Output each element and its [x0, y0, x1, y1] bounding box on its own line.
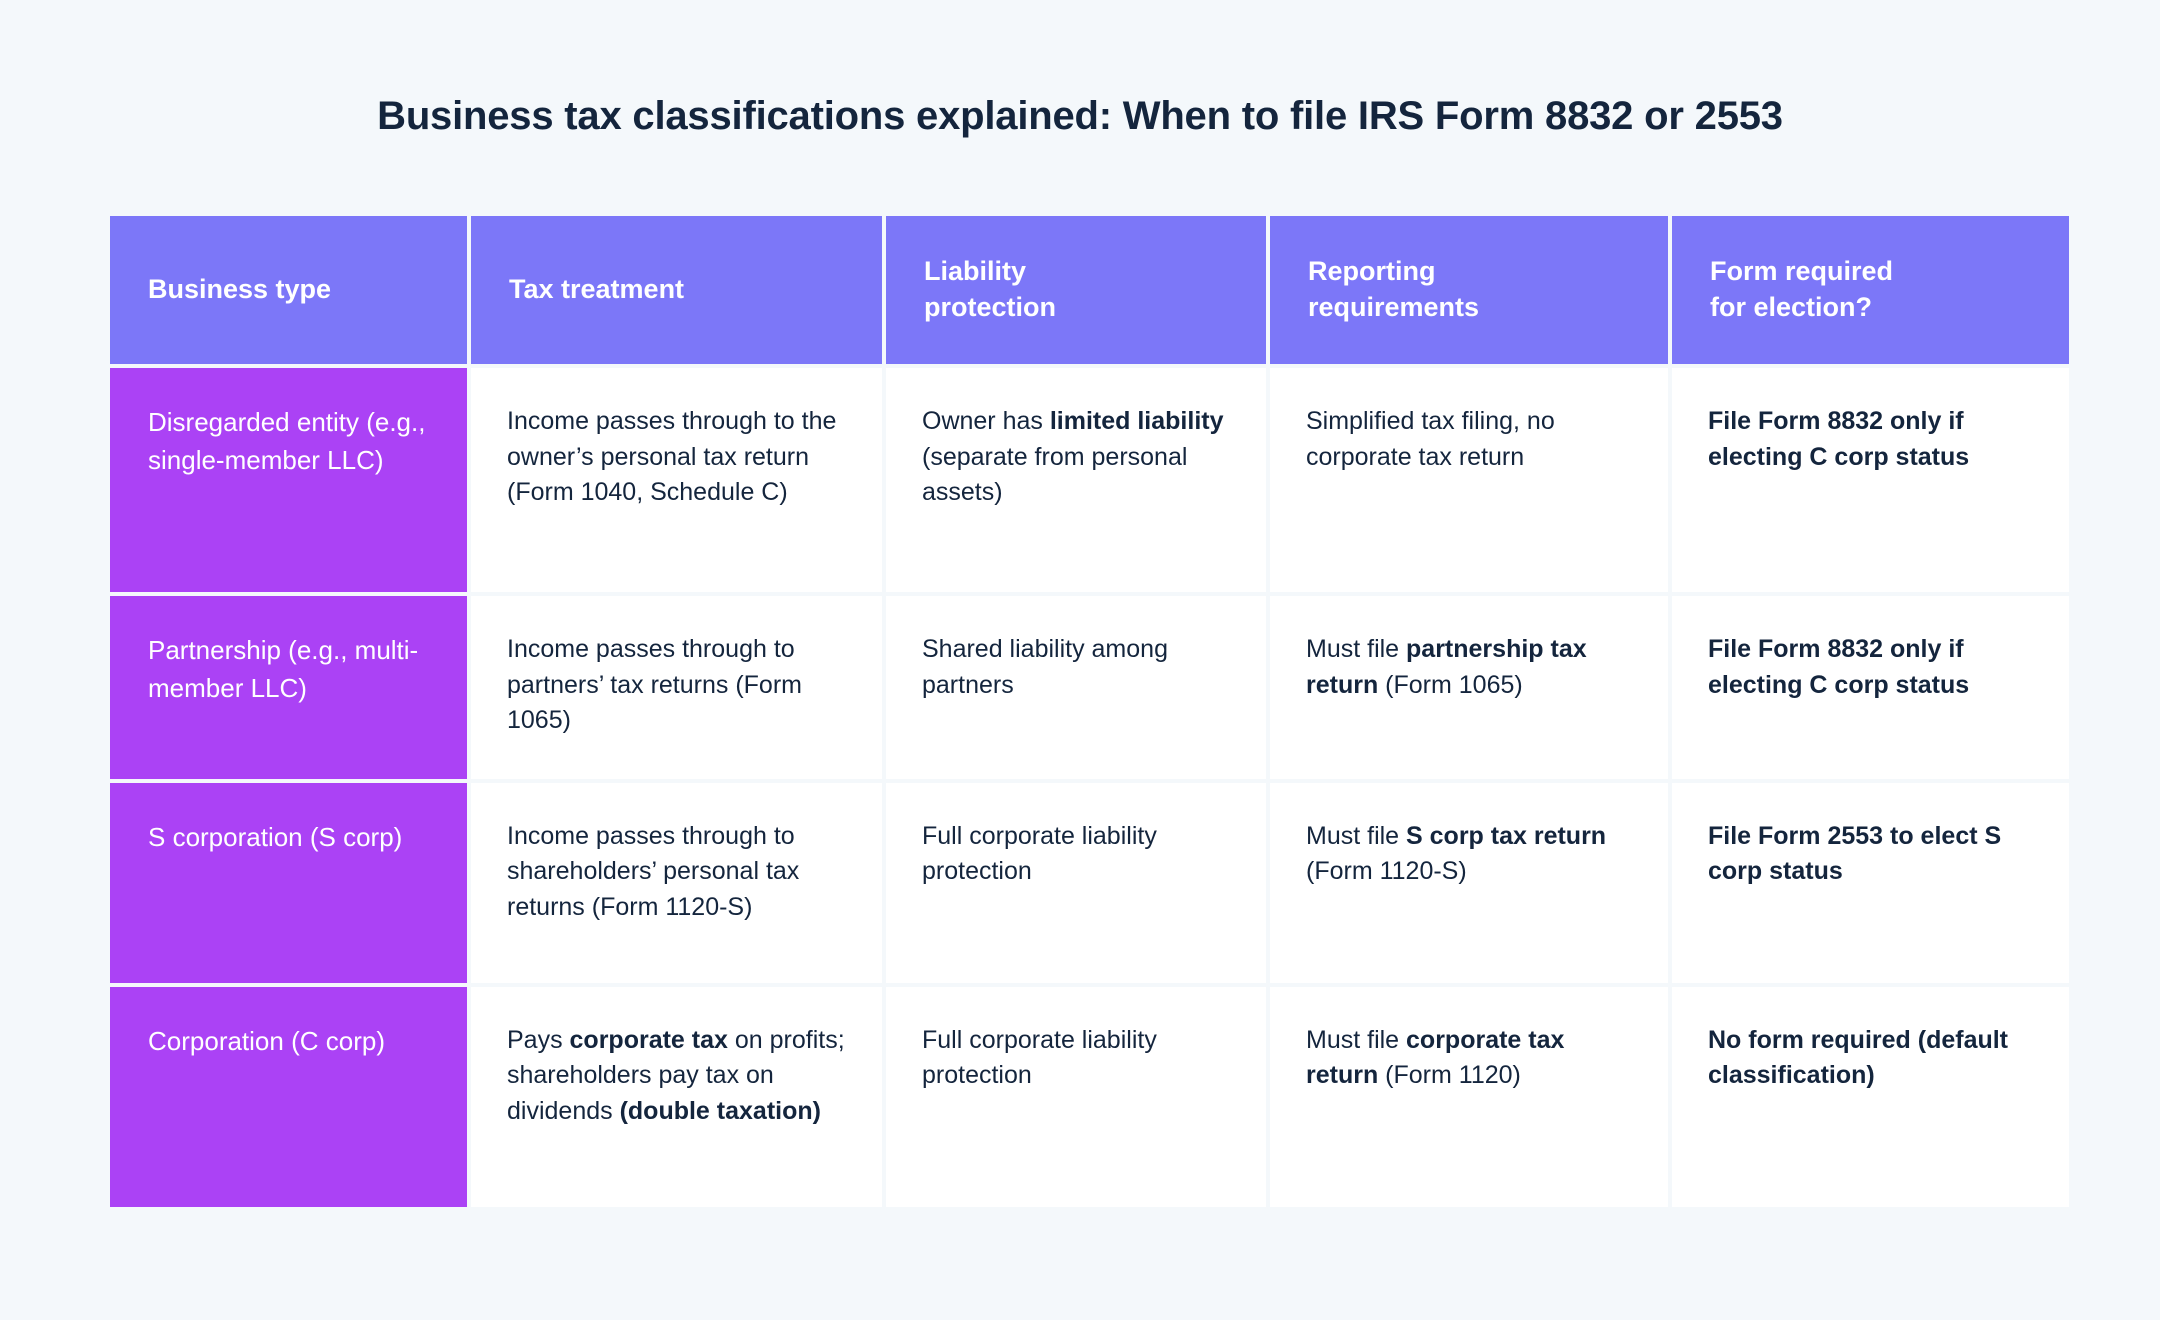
cell-liability-protection: Owner has limited liability (separate fr… — [886, 368, 1266, 592]
column-header-business-type: Business type — [110, 216, 467, 364]
cell-form-required: No form required (default classification… — [1672, 986, 2069, 1207]
table-row: Corporation (C corp) Pays corporate tax … — [110, 986, 2069, 1207]
cell-reporting-requirements: Must file partnership tax return (Form 1… — [1270, 596, 1668, 779]
cell-reporting-requirements: Simplified tax filing, no corporate tax … — [1270, 368, 1668, 592]
cell-form-required: File Form 2553 to elect S corp status — [1672, 782, 2069, 983]
table-row: Partnership (e.g., multi-member LLC) Inc… — [110, 596, 2069, 779]
cell-form-required: File Form 8832 only if electing C corp s… — [1672, 596, 2069, 779]
cell-reporting-requirements: Must file S corp tax return (Form 1120-S… — [1270, 782, 1668, 983]
cell-tax-treatment: Pays corporate tax on profits; sharehold… — [471, 986, 882, 1207]
page-title: Business tax classifications explained: … — [377, 94, 1783, 138]
column-header-tax-treatment: Tax treatment — [471, 216, 882, 364]
cell-business-type: Corporation (C corp) — [110, 986, 467, 1207]
cell-business-type: Partnership (e.g., multi-member LLC) — [110, 596, 467, 779]
table-row: Disregarded entity (e.g., single-member … — [110, 368, 2069, 592]
cell-form-required: File Form 8832 only if electing C corp s… — [1672, 368, 2069, 592]
cell-tax-treatment: Income passes through to the owner’s per… — [471, 368, 882, 592]
cell-reporting-requirements: Must file corporate tax return (Form 112… — [1270, 986, 1668, 1207]
cell-tax-treatment: Income passes through to shareholders’ p… — [471, 782, 882, 983]
cell-liability-protection: Full corporate liability protection — [886, 986, 1266, 1207]
cell-liability-protection: Full corporate liability protection — [886, 782, 1266, 983]
cell-liability-protection: Shared liability among partners — [886, 596, 1266, 779]
cell-business-type: S corporation (S corp) — [110, 782, 467, 983]
cell-tax-treatment: Income passes through to partners’ tax r… — [471, 596, 882, 779]
cell-business-type: Disregarded entity (e.g., single-member … — [110, 368, 467, 592]
table-row: S corporation (S corp) Income passes thr… — [110, 782, 2069, 983]
table-body: Disregarded entity (e.g., single-member … — [110, 368, 2069, 1207]
